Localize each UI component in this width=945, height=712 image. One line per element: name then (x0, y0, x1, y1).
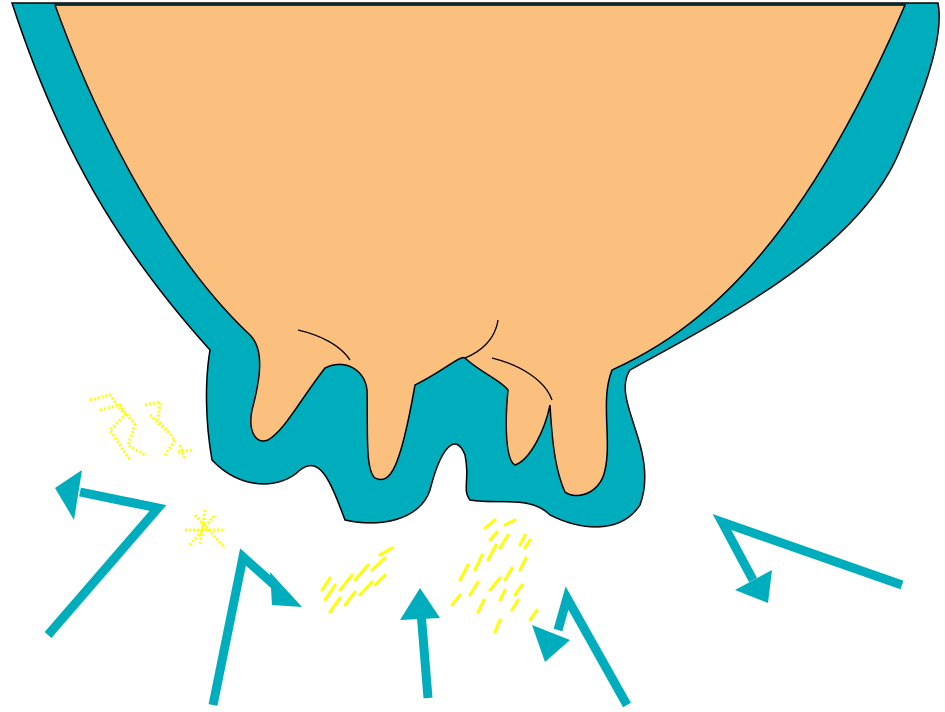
arrowhead-icon (55, 470, 82, 520)
bacteria-layer (89, 393, 539, 634)
arrow-icon (208, 548, 283, 706)
arrow-icon (416, 611, 433, 699)
arrowhead-icon (400, 588, 440, 620)
arrowhead-icon (532, 625, 570, 662)
bacteria-rod-icon (483, 518, 497, 530)
bacteria-rod-icon (458, 563, 470, 582)
bacteria-rod-icon (523, 538, 532, 550)
lobe-line (464, 319, 499, 359)
bacteria-rod-icon (503, 518, 517, 527)
bacteria-rod-icon (513, 583, 524, 597)
bacteria-rod-icon (468, 580, 480, 597)
bacteria-rod-icon (358, 580, 374, 597)
bacteria-cluster-icon (89, 393, 193, 461)
bacteria-rod-icon (370, 556, 387, 572)
lobe-line (491, 357, 553, 401)
bacteria-rod-icon (450, 593, 462, 607)
arrow-icon (712, 513, 904, 590)
bacteria-rod-icon (498, 533, 510, 550)
bacteria-rod-icon (353, 563, 370, 582)
bacteria-rod-icon (320, 576, 332, 592)
bacteria-rod-icon (373, 573, 387, 587)
arrowhead-icon (270, 572, 302, 607)
bacteria-rod-icon (338, 573, 354, 592)
bacteria-rod-icon (486, 543, 498, 562)
bacteria-rod-icon (510, 598, 520, 612)
bacteria-rod-icon (528, 608, 539, 622)
lobe-line (297, 329, 351, 361)
arrowhead-icon (735, 570, 772, 603)
bacteria-rod-icon (518, 533, 527, 547)
bacteria-rod-icon (343, 590, 357, 607)
udder-interior (53, 4, 907, 497)
arrow-icon (44, 487, 167, 638)
bacteria-rod-icon (328, 596, 342, 614)
bacteria-rod-icon (503, 566, 514, 582)
bacteria-rod-icon (476, 598, 486, 614)
bacteria-rod-icon (323, 583, 337, 602)
bacteria-cluster-icon (185, 509, 227, 550)
bacteria-rod-icon (473, 553, 484, 572)
bacteria-rod-icon (378, 546, 394, 557)
arrows-layer (44, 470, 904, 708)
arrow-icon (553, 586, 631, 708)
bacteria-rod-icon (493, 618, 502, 634)
bacteria-rod-icon (488, 530, 499, 542)
bacteria-rod-icon (498, 588, 507, 602)
udder-cross-section-icon (10, 2, 940, 528)
bacteria-rod-icon (488, 576, 502, 592)
bacteria-rod-icon (518, 556, 528, 572)
